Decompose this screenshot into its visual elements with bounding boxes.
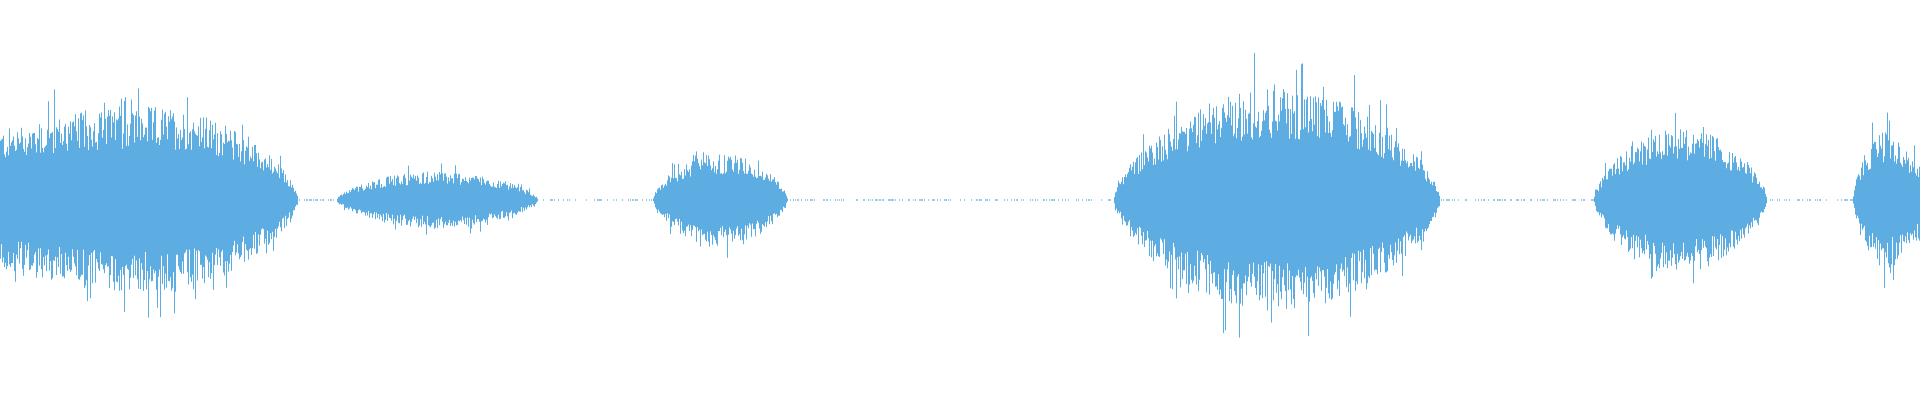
waveform-path bbox=[0, 52, 1920, 338]
